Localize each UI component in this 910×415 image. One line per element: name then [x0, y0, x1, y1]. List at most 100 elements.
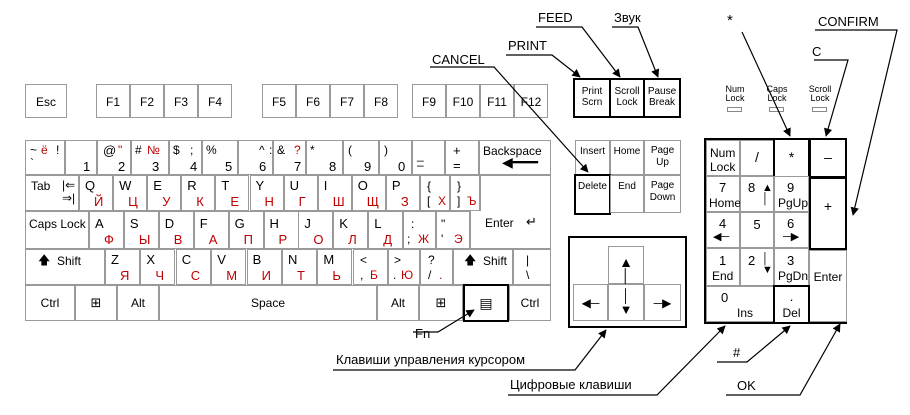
f7-key[interactable]: F7 [330, 84, 364, 118]
numpad-6-key[interactable]: 6 ─▶ [774, 212, 809, 248]
numpad-decimal-key[interactable]: . Del [773, 285, 810, 324]
key-backslash[interactable]: | \ [513, 249, 551, 285]
key-8[interactable]: * 8 [306, 140, 343, 175]
key-3[interactable]: # № 3 [131, 140, 169, 175]
right-shift-key[interactable]: 🡅 Shift [453, 249, 513, 285]
key-9[interactable]: ( 9 [343, 140, 379, 175]
key-rbracket[interactable]: } ] Ъ [450, 175, 480, 211]
numpad-9-key[interactable]: 9 PgUp [774, 176, 809, 212]
f4-key[interactable]: F4 [198, 84, 232, 118]
key-0[interactable]: ) 0 [379, 140, 412, 175]
numpad-subtract-key[interactable]: – [809, 138, 847, 178]
f2-key[interactable]: F2 [130, 84, 164, 118]
f9-key[interactable]: F9 [412, 84, 446, 118]
key-tilde[interactable]: ~ ё ` ! [25, 140, 65, 175]
enter-key-lower[interactable]: Enter ↵ [470, 211, 551, 249]
key-period[interactable]: > . Ю [388, 249, 420, 285]
num-lock-key[interactable]: Num Lock [706, 140, 740, 176]
home-key[interactable]: Home [610, 140, 644, 175]
numpad-1-key[interactable]: 1 End [706, 248, 740, 286]
left-shift-key[interactable]: 🡅 Shift [25, 249, 105, 285]
key-2[interactable]: @ " 2 [97, 140, 131, 175]
numpad-0-key[interactable]: 0 Ins [706, 286, 774, 322]
numpad-2-key[interactable]: 2 │▼ [740, 248, 774, 286]
tab-key[interactable]: Tab |⇐⇒| [25, 175, 79, 211]
f8-key[interactable]: F8 [364, 84, 398, 118]
scroll-lock-key[interactable]: Scroll Lock [609, 78, 645, 118]
delete-key[interactable]: Delete [574, 174, 611, 215]
f12-key[interactable]: F12 [514, 84, 548, 118]
key-4[interactable]: $ ; 4 [169, 140, 202, 175]
numpad-multiply-key[interactable]: * [773, 138, 810, 178]
fn-menu-key[interactable]: ▤ [463, 284, 509, 322]
numpad-7-key[interactable]: 7 Home [706, 176, 741, 212]
key-comma[interactable]: < , Б [353, 249, 388, 285]
esc-key[interactable]: Esc [25, 84, 67, 118]
key-semicolon[interactable]: : ; Ж [403, 211, 436, 249]
left-ctrl-key[interactable]: Ctrl [25, 285, 75, 321]
right-ctrl-key[interactable]: Ctrl [509, 285, 551, 321]
left-windows-key[interactable]: ⊞ [75, 285, 117, 321]
end-key[interactable]: End [610, 175, 644, 213]
key-5[interactable]: % 5 [202, 140, 238, 175]
page-up-key[interactable]: Page Up [644, 140, 681, 175]
pause-break-key[interactable]: Pause Break [643, 78, 681, 118]
right-windows-key[interactable]: ⊞ [419, 285, 463, 321]
numpad-4-key[interactable]: 4 ◀─ [706, 212, 740, 248]
numpad-divide-key[interactable]: / [740, 140, 774, 176]
f11-key[interactable]: F11 [480, 84, 514, 118]
key-equals[interactable]: + = [445, 140, 479, 175]
key-slash[interactable]: ? / . [420, 249, 453, 285]
numpad-5-key[interactable]: 5 [740, 212, 774, 248]
f1-key[interactable]: F1 [96, 84, 130, 118]
arrow-right-key[interactable]: ─▶ [644, 284, 681, 321]
arrow-down-key[interactable]: │▼ [608, 284, 644, 321]
left-alt-key[interactable]: Alt [117, 285, 159, 321]
key-minus[interactable]: _ – [412, 140, 445, 175]
f10-key[interactable]: F10 [446, 84, 480, 118]
key-quote[interactable]: " ' Э [436, 211, 470, 249]
f6-key[interactable]: F6 [296, 84, 330, 118]
key-7[interactable]: & ? 7 [273, 140, 306, 175]
numpad-enter-key[interactable]: Enter [809, 250, 847, 322]
backspace-key[interactable]: Backspace ◀━━━ [479, 140, 551, 175]
key-1[interactable]: 1 [65, 140, 97, 175]
right-alt-key[interactable]: Alt [377, 285, 419, 321]
arrow-up-key[interactable]: ▲│ [608, 246, 644, 284]
numpad-add-key[interactable]: + [809, 177, 847, 250]
key-6[interactable]: ^ : 6 [238, 140, 273, 175]
key-lbracket[interactable]: { [ Х [420, 175, 450, 211]
arrow-left-key[interactable]: ◀─ [573, 284, 608, 321]
enter-key[interactable] [480, 175, 551, 211]
f5-key[interactable]: F5 [262, 84, 296, 118]
page-down-key[interactable]: Page Down [644, 175, 681, 213]
f3-key[interactable]: F3 [164, 84, 198, 118]
caps-lock-key[interactable]: Caps Lock [25, 211, 89, 249]
